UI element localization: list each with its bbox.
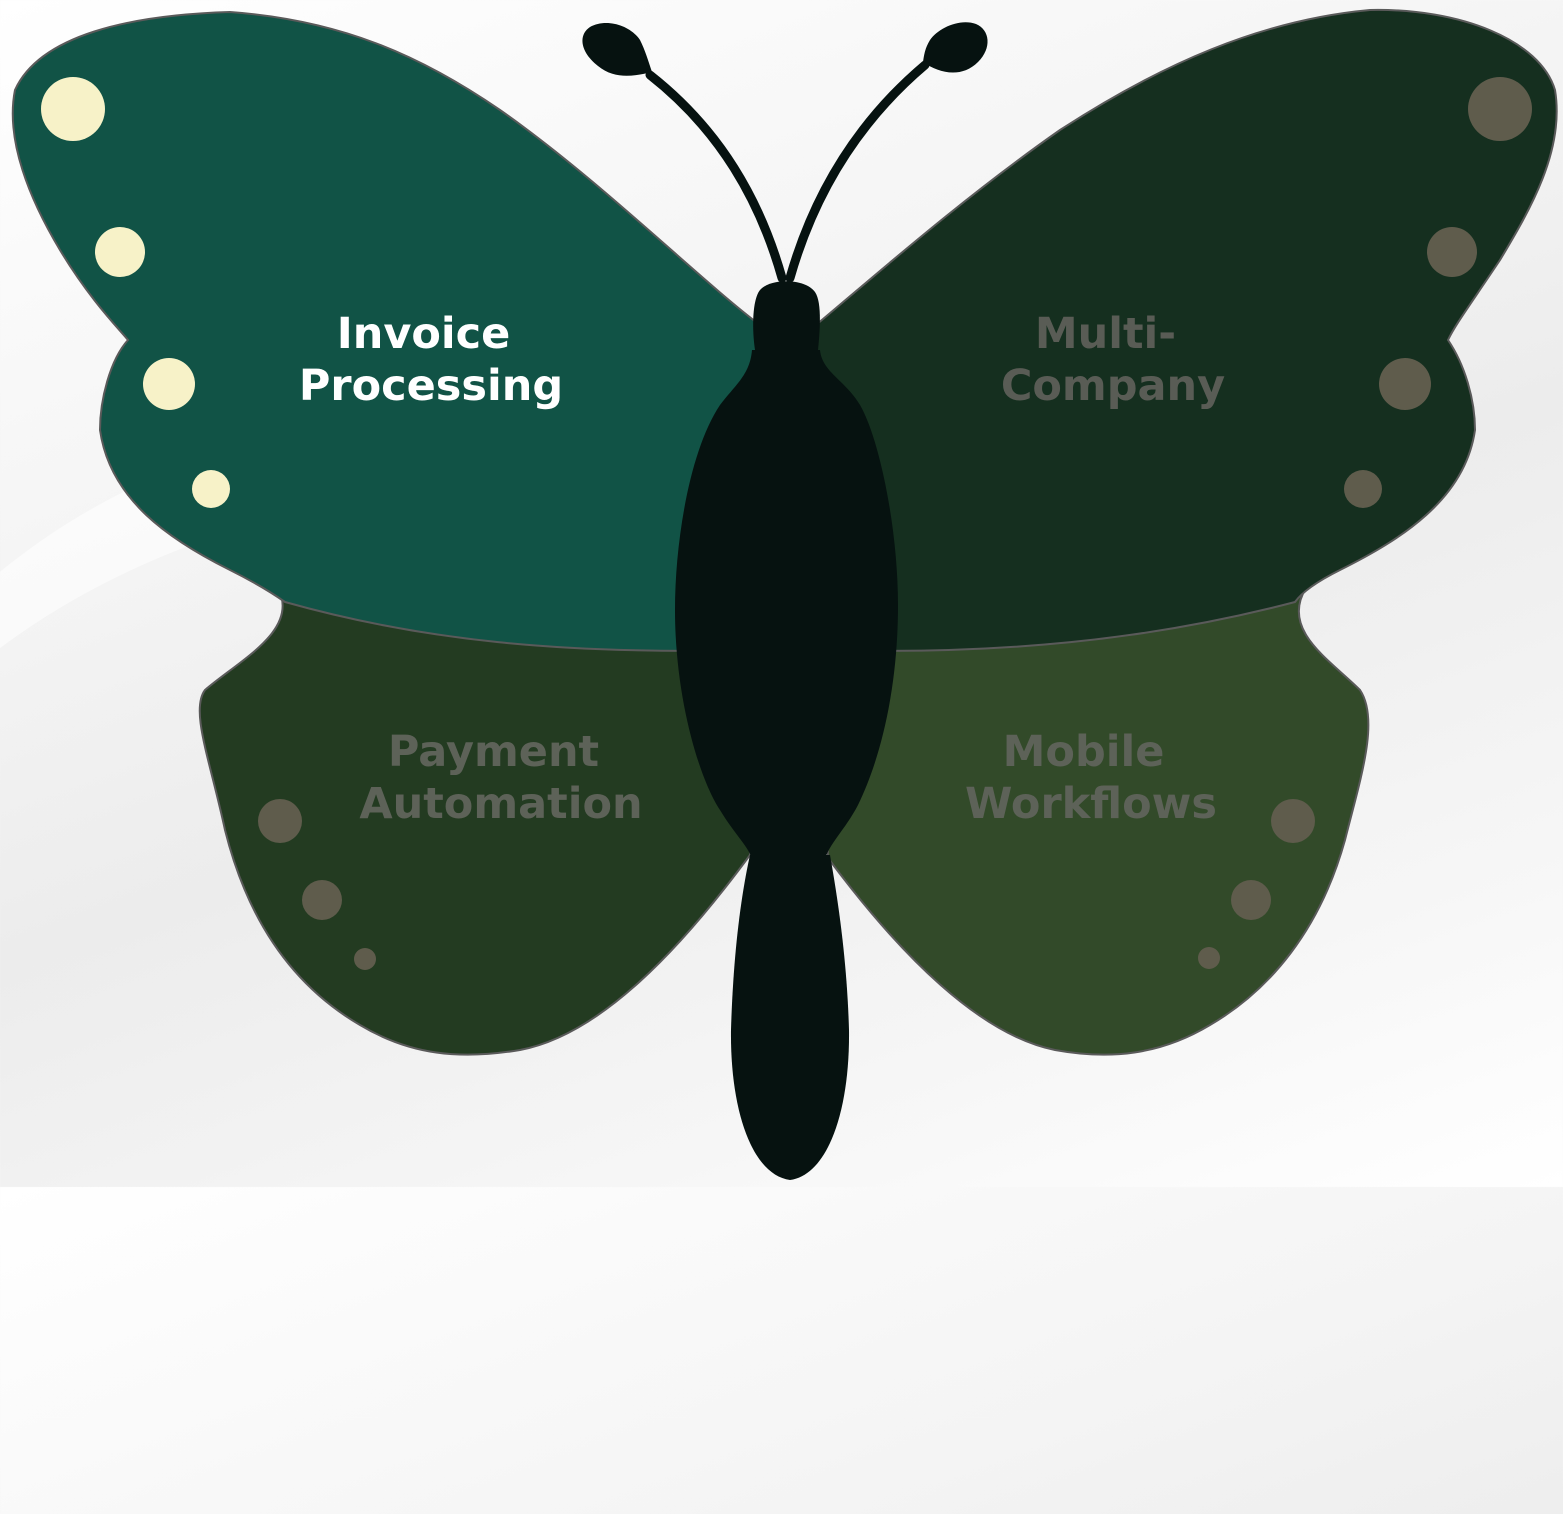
body-head xyxy=(753,281,820,350)
antenna-left xyxy=(645,70,787,283)
butterfly-body xyxy=(582,22,988,1180)
wing-multi-company[interactable]: Multi- Company xyxy=(808,8,1558,652)
wing-dot xyxy=(143,358,195,410)
body-thorax xyxy=(675,350,898,860)
wing-dot xyxy=(95,227,145,277)
body-abdomen xyxy=(730,855,850,1180)
wing-label-mobile-workflows: Mobile Workflows xyxy=(965,727,1217,829)
antenna-tip-right xyxy=(923,22,988,73)
wing-payment-automation[interactable]: Payment Automation xyxy=(198,586,762,1056)
wing-dot xyxy=(1468,77,1532,141)
wing-dot xyxy=(354,948,376,970)
wing-label-payment-automation: Payment Automation xyxy=(359,727,642,829)
wing-dot xyxy=(192,470,230,508)
wing-invoice-processing[interactable]: Invoice Processing xyxy=(11,10,761,652)
wing-dot xyxy=(258,799,302,843)
wing-label-invoice-processing: Invoice Processing xyxy=(299,309,563,411)
butterfly-diagram: Payment Automation Mobile Workflows Invo… xyxy=(11,8,1558,1180)
wing-dot xyxy=(1271,799,1315,843)
wing-dot xyxy=(1231,880,1271,920)
wing-dot xyxy=(1198,947,1220,969)
wing-dot xyxy=(41,77,105,141)
wing-label-multi-company: Multi- Company xyxy=(1001,309,1225,411)
wing-dot xyxy=(1427,227,1477,277)
wing-dot xyxy=(1379,358,1431,410)
wing-mobile-workflows[interactable]: Mobile Workflows xyxy=(818,586,1370,1056)
antenna-tip-left xyxy=(582,23,652,76)
wing-dot xyxy=(1344,470,1382,508)
wing-dot xyxy=(302,880,342,920)
antenna-right xyxy=(785,60,930,283)
